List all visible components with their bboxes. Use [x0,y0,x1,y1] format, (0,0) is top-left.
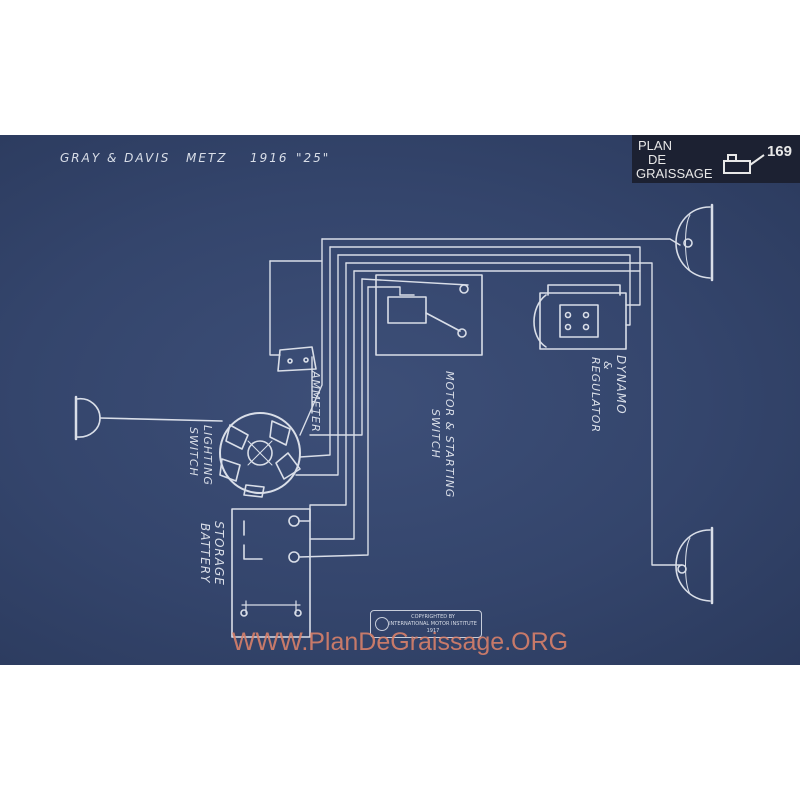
seal-icon [375,617,389,631]
logo-line-3: GRAISSAGE [636,166,713,181]
lighting-switch [219,412,301,498]
wiring-diagram [74,203,714,638]
storage-battery-label-1: STORAGE [212,521,226,586]
dynamo-regulator [533,284,627,350]
logo-line-1: PLAN [638,138,672,153]
motor-starting-switch [375,274,483,356]
oil-can-icon [723,154,765,174]
copyright-line-1: COPYRIGHTED BY [411,614,455,620]
tail-lamp-left [74,395,223,441]
header-make: GRAY & DAVIS [60,151,171,165]
copyright-line-3: 1917 [426,628,440,634]
copyright-stamp: COPYRIGHTED BY INTERNATIONAL MOTOR INSTI… [370,610,482,638]
ammeter-label: AMMETER [309,371,322,433]
storage-battery [231,508,311,638]
page-number: 169 [766,143,792,160]
lighting-switch-label-2: SWITCH [187,427,200,477]
copyright-line-2: INTERNATIONAL MOTOR INSTITUTE [389,621,477,627]
header-year: 1916 [250,151,289,165]
headlamp-top-right [675,203,714,282]
dynamo-label-2: & [601,361,614,371]
dynamo-label-3: REGULATOR [589,357,602,434]
motor-switch-label-2: SWITCH [429,409,442,459]
plan-de-graissage-logo: PLAN DE GRAISSAGE 169 [632,135,800,183]
ammeter [277,346,317,372]
logo-line-2: DE [648,152,667,167]
blueprint-sheet: GRAY & DAVIS METZ 1916 "25" PLAN DE GRAI… [0,135,800,665]
header-variant: "25" [296,151,331,165]
dynamo-label-1: DYNAMO [614,355,628,415]
lighting-switch-label-1: LIGHTING [201,425,214,486]
motor-switch-label-1: MOTOR & STARTING [443,371,456,499]
storage-battery-label-2: BATTERY [198,523,212,584]
header-model: METZ [186,151,228,165]
watermark-url: WWW.PlanDeGraissage.ORG [231,628,569,656]
wiring-harness [269,238,683,566]
